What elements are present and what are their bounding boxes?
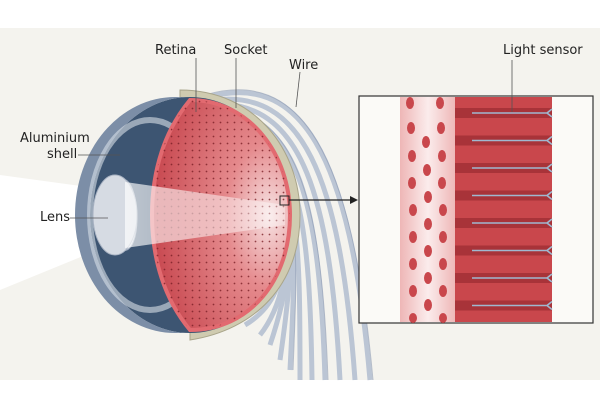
light-sensor xyxy=(472,300,553,311)
label-light-sensor: Light sensor xyxy=(503,43,583,58)
light-sensor xyxy=(472,108,553,118)
arrow-icon xyxy=(350,196,358,204)
label-wire: Wire xyxy=(289,58,319,73)
light-sensor xyxy=(472,190,553,201)
label-socket: Socket xyxy=(224,43,268,58)
inset-magnified-view xyxy=(358,95,594,324)
focused-light xyxy=(125,182,285,248)
light-sensor xyxy=(472,135,553,146)
light-sensor xyxy=(472,218,553,228)
light-sensor xyxy=(472,273,553,283)
label-aluminium-shell-1: Aluminium xyxy=(20,131,90,146)
label-aluminium-shell-2: shell xyxy=(47,147,78,162)
light-sensor xyxy=(472,163,553,173)
label-retina: Retina xyxy=(155,43,197,58)
light-sensor xyxy=(472,245,553,256)
label-lens: Lens xyxy=(40,210,71,225)
